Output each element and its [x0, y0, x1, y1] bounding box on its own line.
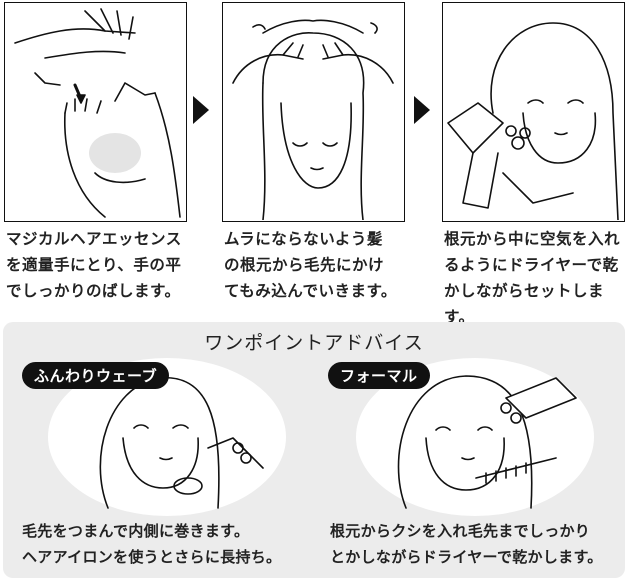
- tips-title: ワンポイントアドバイス: [204, 332, 424, 354]
- step-2-text: ムラにならないよう髪 の根元から毛先にかけ てもみ込んでいきます。: [224, 230, 397, 300]
- step-2-illustration: [222, 2, 405, 222]
- step-1-illustration: [4, 2, 187, 222]
- step-1-text: マジカルヘアエッセンス を適量手にとり、手の平 でしっかりのばします。: [6, 230, 182, 300]
- step-3-text: 根元から中に空気を入れ るようにドライヤーで乾 かしながらセットします。: [444, 230, 621, 326]
- tip-2-text: 根元からクシを入れ毛先までしっかり とかしながらドライヤーで乾かします。: [330, 522, 603, 566]
- step-arrow: [414, 96, 430, 124]
- tip-2-badge: フォーマル: [328, 362, 430, 389]
- step-arrow: [193, 96, 209, 124]
- tip-1-text: 毛先をつまんで内側に巻きます。 ヘアアイロンを使うとさらに長持ち。: [22, 522, 282, 566]
- tip-1-badge: ふんわりウェーブ: [22, 362, 170, 389]
- step-3-illustration: [442, 2, 625, 222]
